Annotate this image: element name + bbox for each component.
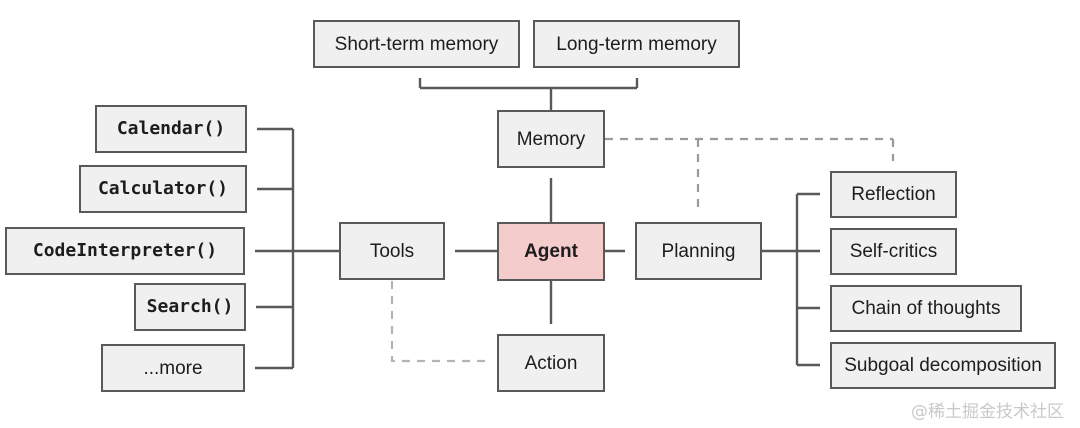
box-more-tools: ...more [101,344,245,392]
box-calendar-tool: Calendar() [95,105,247,153]
box-memory: Memory [497,110,605,168]
box-short-term-memory: Short-term memory [313,20,520,68]
box-code-interpreter-tool: CodeInterpreter() [5,227,245,275]
box-agent: Agent [497,222,605,281]
box-search-tool: Search() [134,283,246,331]
box-planning: Planning [635,222,762,280]
box-reflection: Reflection [830,171,957,218]
box-action: Action [497,334,605,392]
box-tools: Tools [339,222,445,280]
box-calculator-tool: Calculator() [79,165,247,213]
box-self-critics: Self-critics [830,228,957,275]
watermark: @稀土掘金技术社区 [911,402,1064,422]
box-subgoal-decomposition: Subgoal decomposition [830,342,1056,389]
box-long-term-memory: Long-term memory [533,20,740,68]
box-chain-of-thoughts: Chain of thoughts [830,285,1022,332]
